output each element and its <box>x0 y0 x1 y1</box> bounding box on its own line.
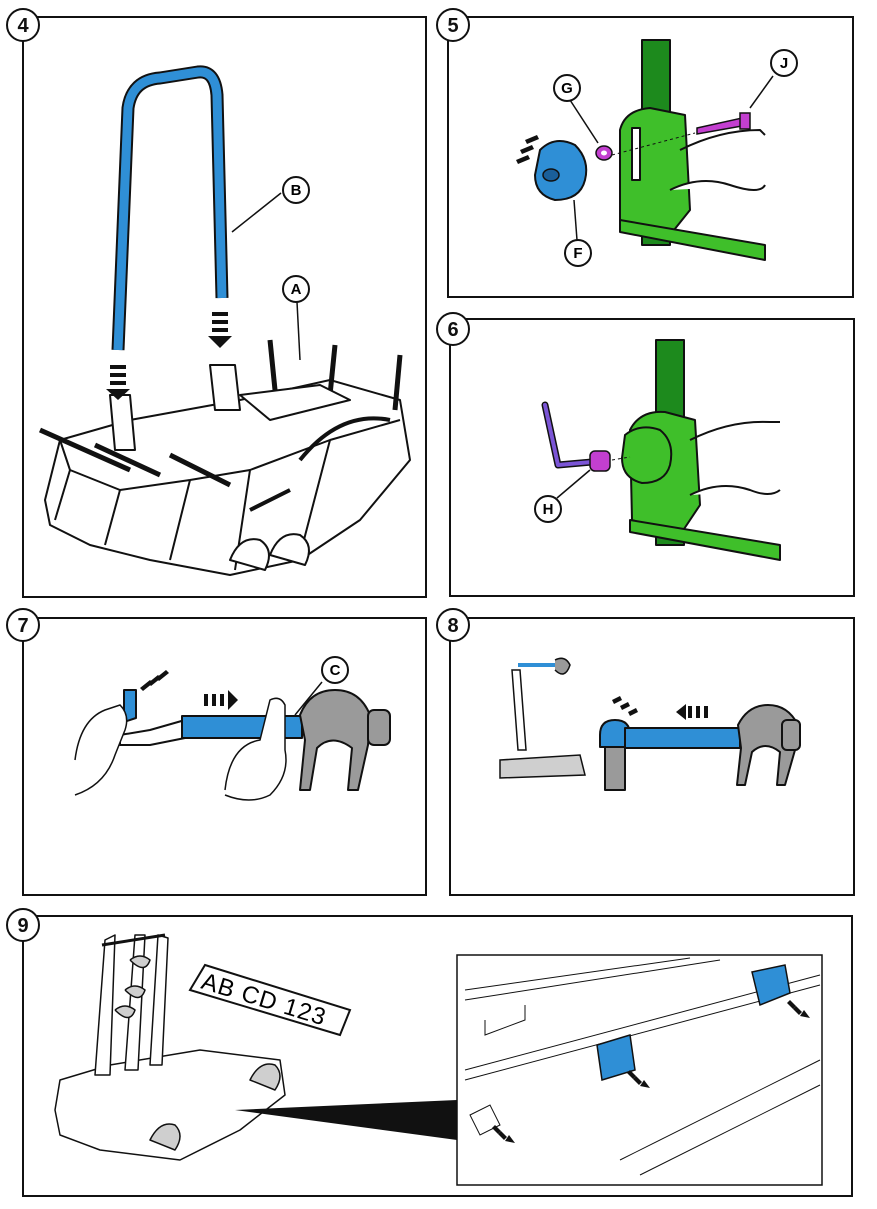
step-6-number: 6 <box>436 312 470 346</box>
step-9-number: 9 <box>6 908 40 942</box>
step-5-panel <box>447 16 854 298</box>
step-9-panel <box>22 915 853 1197</box>
step-8-number: 8 <box>436 608 470 642</box>
step-7-panel <box>22 617 427 896</box>
step-4-panel <box>22 16 427 598</box>
step-5-number: 5 <box>436 8 470 42</box>
step-4-number: 4 <box>6 8 40 42</box>
step-7-number: 7 <box>6 608 40 642</box>
step-6-panel <box>449 318 855 597</box>
step-8-panel <box>449 617 855 896</box>
